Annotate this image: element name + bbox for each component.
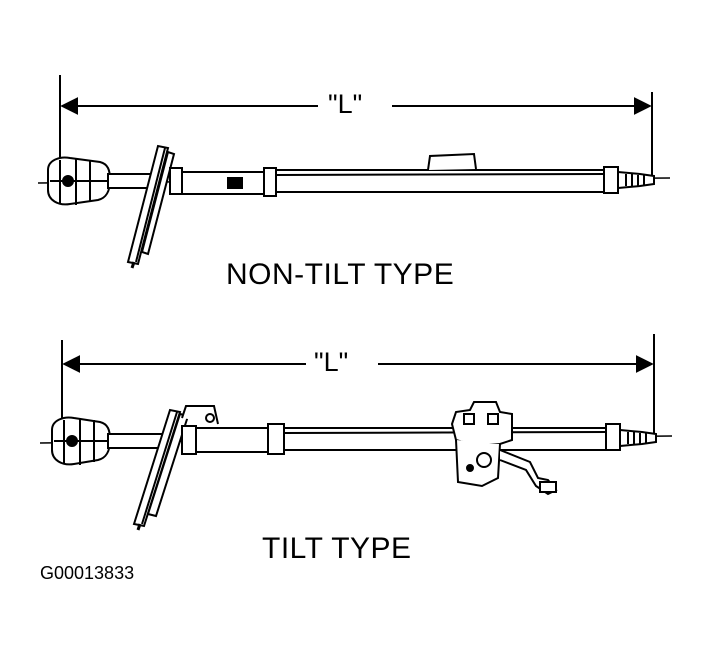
figure-id: G00013833 [40,563,135,583]
tilt-mechanism [450,401,558,496]
dimension-label-non-tilt: "L" [322,89,369,120]
column-band [263,167,277,197]
lower-shaft [107,433,163,449]
column-tube-lower [195,427,271,453]
column-clip [227,177,243,189]
column-tube-lower [181,171,267,195]
caption-tilt: TILT TYPE [262,532,412,565]
mounting-plate [132,408,190,531]
end-collar [603,166,619,194]
upper-shaft-tip [617,170,655,190]
tilt-column [39,334,673,531]
caption-non-tilt: NON-TILT TYPE [226,258,455,291]
non-tilt-column [37,75,671,269]
top-bracket [427,152,477,171]
end-collar [605,423,621,451]
universal-joint [51,416,112,466]
universal-joint [47,156,112,206]
dimension-label-tilt: "L" [308,347,355,378]
column-band [267,423,285,455]
column-collar [169,167,183,195]
column-collar [181,425,197,455]
upper-shaft-tip [619,428,657,448]
mounting-plate [126,144,176,269]
